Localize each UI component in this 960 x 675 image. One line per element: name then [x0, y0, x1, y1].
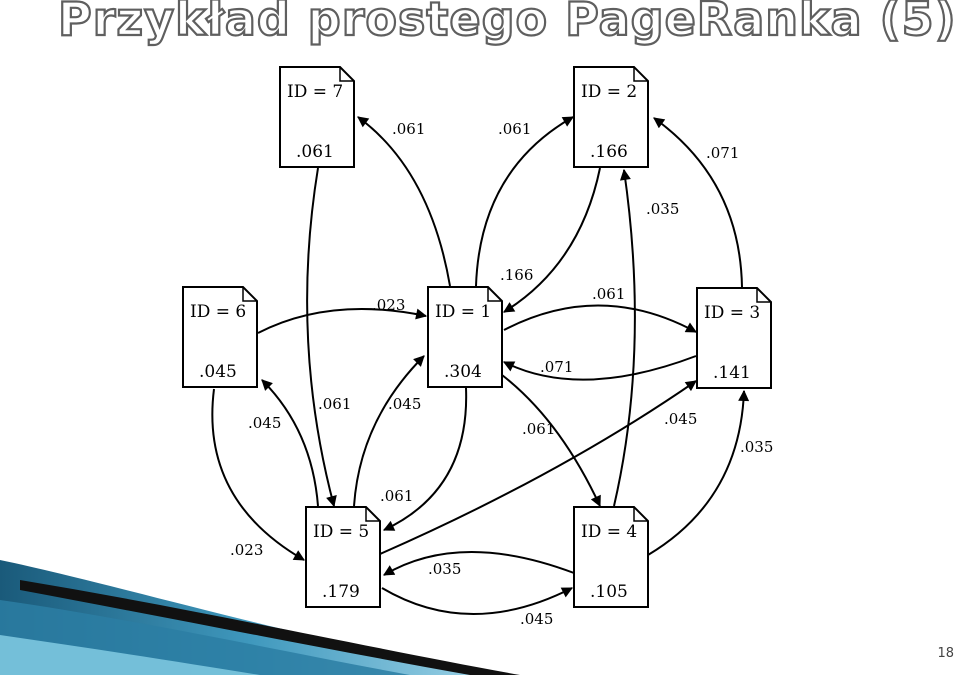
page-fold	[487, 287, 502, 302]
edge-arrow	[211, 388, 305, 561]
node-rank-value: .045	[199, 362, 237, 382]
document-node: ID = 4 .105	[573, 506, 649, 608]
edge-arrow	[261, 379, 319, 507]
edge-arrow	[647, 389, 750, 556]
document-node: ID = 1 .304	[427, 286, 503, 388]
edge-arrow	[503, 167, 601, 313]
edge-weight-label: .061	[592, 285, 625, 303]
edge-weight-label: .023	[230, 541, 263, 559]
edge-weight-label: .061	[380, 487, 413, 505]
edge-arrow	[379, 380, 697, 555]
node-rank-value: .179	[322, 582, 360, 602]
node-rank-value: .141	[713, 363, 751, 383]
edge-weight-label: .035	[740, 438, 773, 456]
edge-arrow	[475, 116, 574, 287]
edge-weight-label: .045	[388, 395, 421, 413]
decorative-swoosh	[0, 560, 520, 675]
edge-weight-label: .166	[500, 266, 533, 284]
edge-weight-label: .045	[248, 414, 281, 432]
document-icon	[573, 66, 649, 168]
edge-arrow	[357, 116, 451, 287]
node-id-label: ID = 4	[581, 522, 637, 542]
document-node: ID = 2 .166	[573, 66, 649, 168]
edge-arrow	[653, 117, 743, 288]
edge-weight-label: .045	[520, 610, 553, 628]
edge-weight-label: .071	[706, 144, 739, 162]
slide-title: Przykład prostego PageRanka (5)	[57, 0, 957, 47]
edge-weight-label: .045	[664, 410, 697, 428]
edge-arrow	[381, 587, 573, 615]
edge-weight-label: .071	[540, 358, 573, 376]
page-fold	[365, 507, 380, 522]
document-icon	[279, 66, 355, 168]
document-icon	[182, 286, 258, 388]
edge-arrow	[306, 167, 337, 508]
edge-weight-label: .061	[522, 420, 555, 438]
document-icon	[305, 506, 381, 608]
node-id-label: ID = 6	[190, 302, 246, 322]
edge-weight-label: .023	[372, 296, 405, 314]
edge-arrow	[613, 168, 636, 507]
document-icon	[427, 286, 503, 388]
edge-arrow	[501, 374, 601, 507]
edge-arrow	[503, 355, 697, 381]
edge-weight-label: .035	[428, 560, 461, 578]
node-rank-value: .061	[296, 142, 334, 162]
node-id-label: ID = 3	[704, 303, 760, 323]
edge-arrow	[353, 355, 425, 507]
edge-weight-label: .061	[498, 120, 531, 138]
page-fold	[633, 507, 648, 522]
node-id-label: ID = 5	[313, 522, 369, 542]
node-id-label: ID = 2	[581, 82, 637, 102]
document-icon	[573, 506, 649, 608]
document-node: ID = 7 .061	[279, 66, 355, 168]
edge-weight-label: .035	[646, 200, 679, 218]
edge-weight-label: .061	[318, 395, 351, 413]
node-rank-value: .105	[590, 582, 628, 602]
edge-arrow	[503, 304, 697, 333]
edge-arrow	[257, 307, 428, 334]
edge-arrow	[383, 551, 575, 576]
page-fold	[242, 287, 257, 302]
page-fold	[339, 67, 354, 82]
document-icon	[696, 287, 772, 389]
node-id-label: ID = 1	[435, 302, 491, 322]
edge-weight-label: .061	[392, 120, 425, 138]
document-node: ID = 6 .045	[182, 286, 258, 388]
node-rank-value: .304	[444, 362, 482, 382]
node-id-label: ID = 7	[287, 82, 343, 102]
edge-arrow	[383, 387, 468, 531]
page-number: 18	[937, 646, 954, 661]
document-node: ID = 5 .179	[305, 506, 381, 608]
document-node: ID = 3 .141	[696, 287, 772, 389]
node-rank-value: .166	[590, 142, 628, 162]
page-fold	[633, 67, 648, 82]
page-fold	[756, 288, 771, 303]
